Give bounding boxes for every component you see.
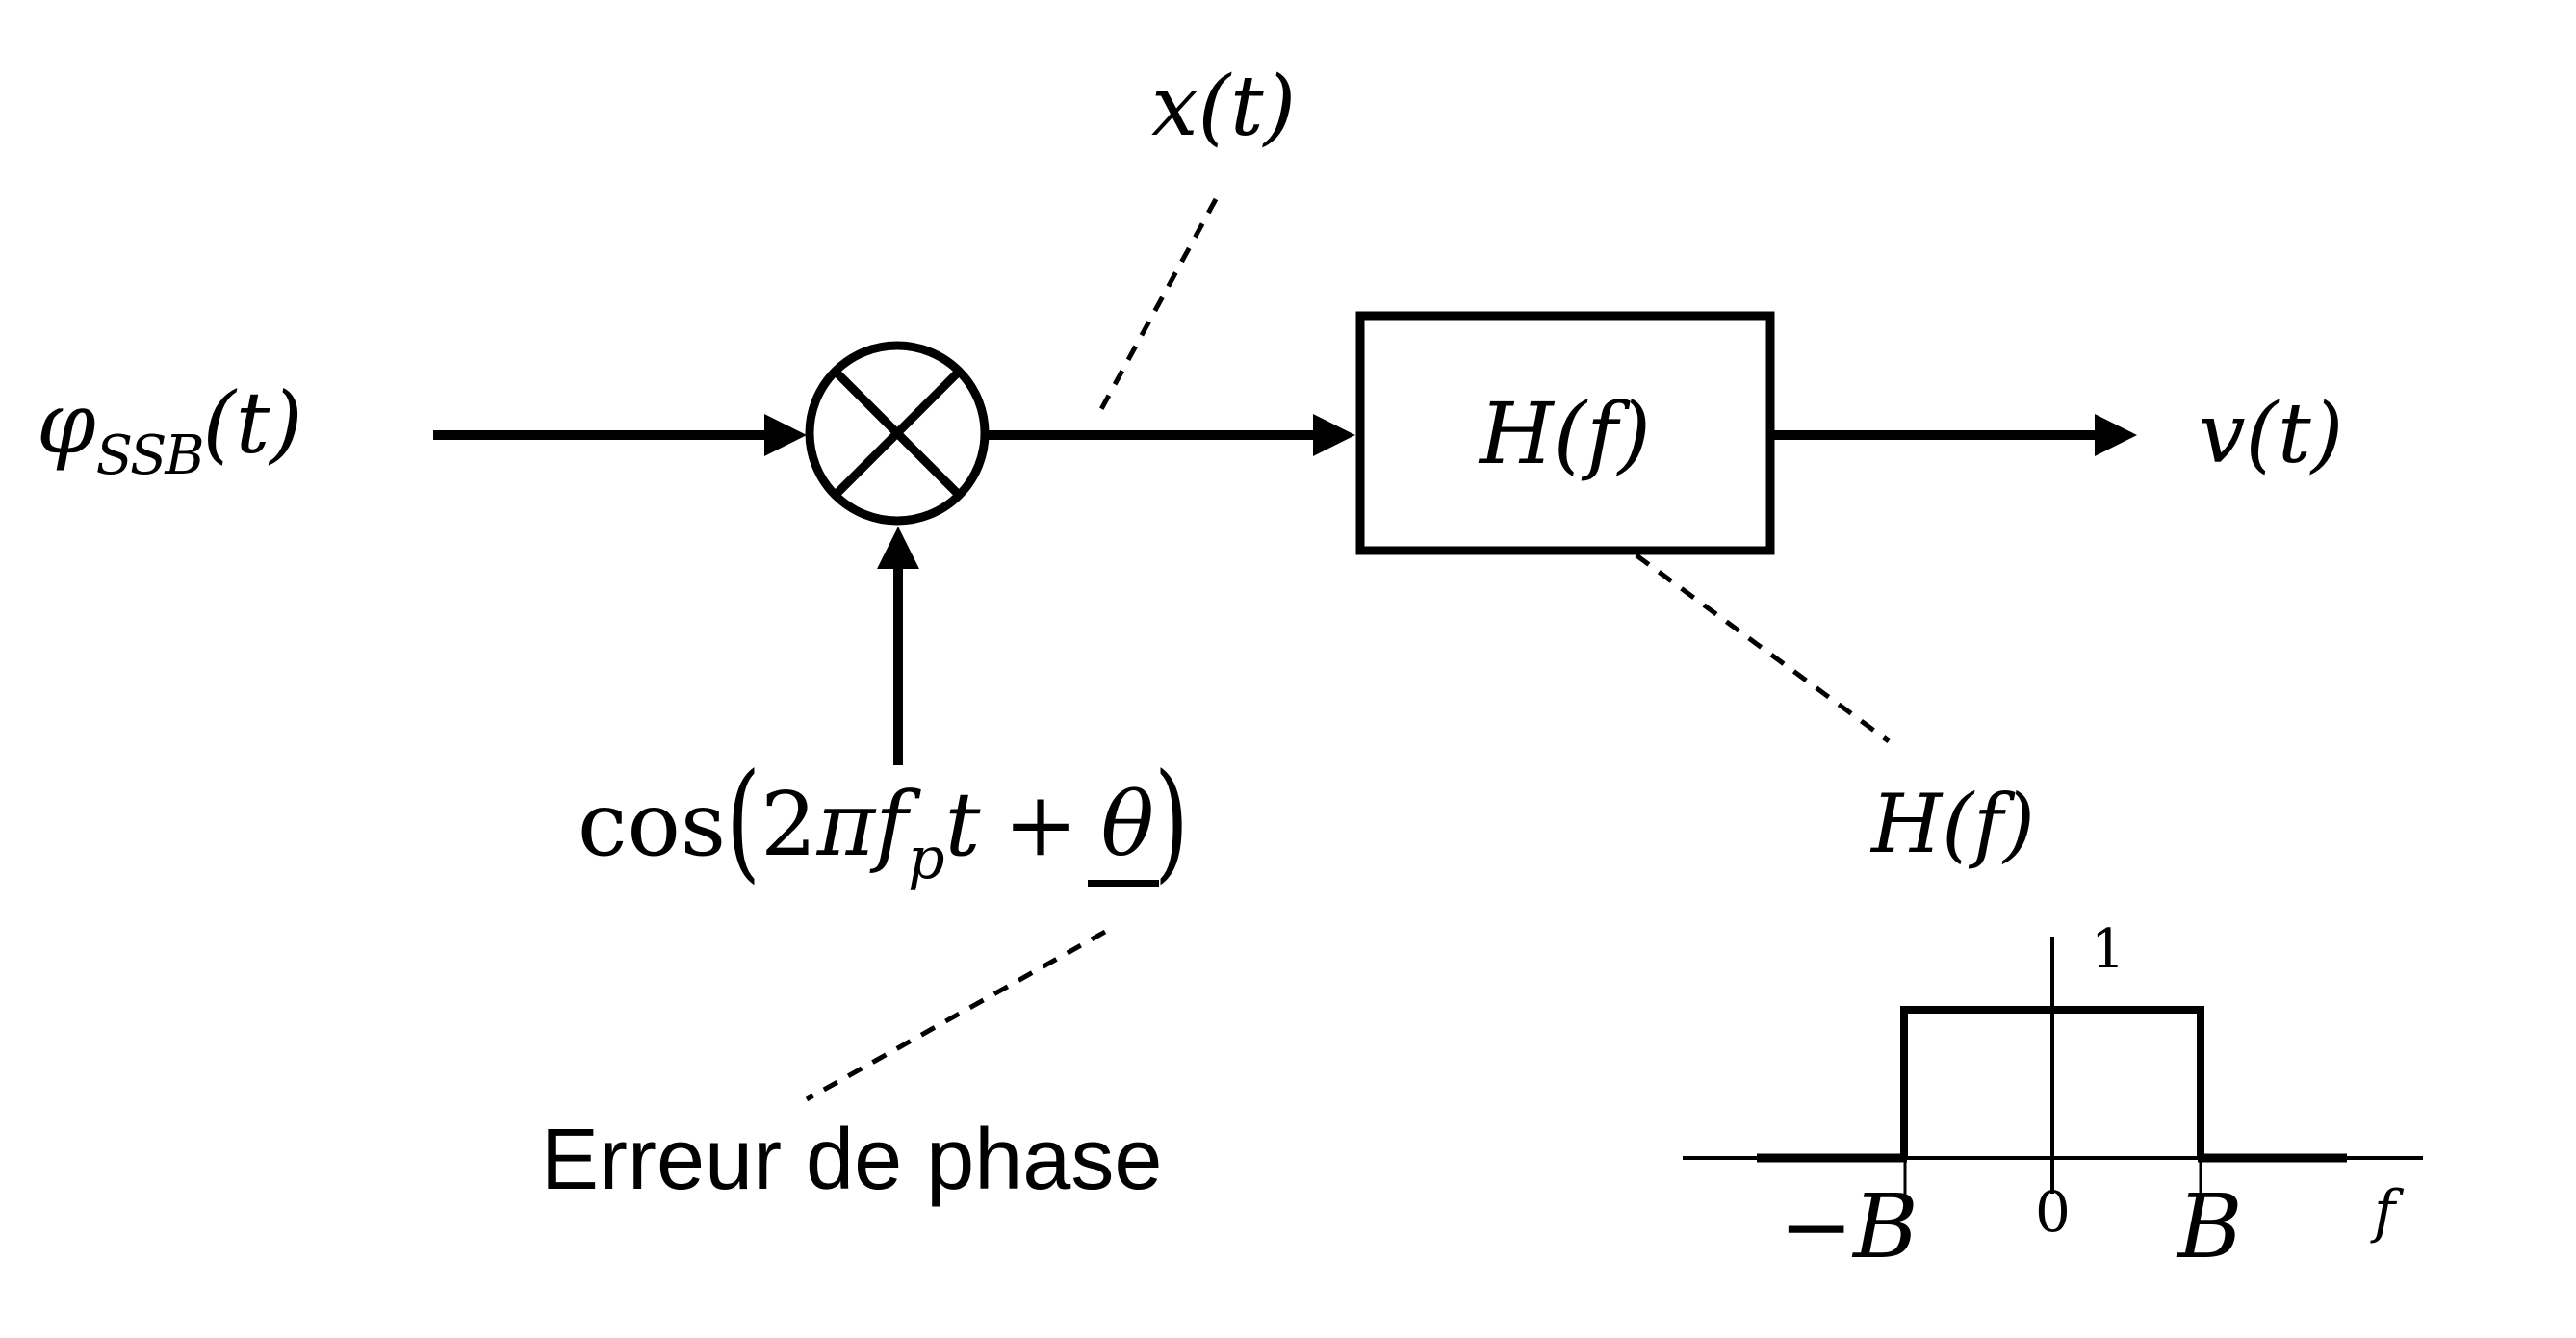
mixer-cross-stroke-2 [832,368,963,499]
filter-block-outline [1355,311,1775,555]
phase-error-caption: Erreur de phase [541,1112,1163,1208]
plot-axis-label: f [2374,1178,2396,1246]
input-signal-argument: (t) [202,373,303,473]
time-variable: t [944,773,981,876]
plus-operator: + [1003,773,1078,876]
leader-filter-response [1635,553,1891,744]
plot-peak-value-label: 1 [2091,918,2125,981]
carrier-frequency-symbol: f [875,773,909,876]
oscillator-arrowhead-icon [877,527,919,569]
cos-function: cos [578,773,727,876]
filter-response-caption: H(f) [1871,777,2035,871]
theta-pointer-underline [1087,880,1159,888]
input-signal-subscript: SSB [95,425,205,487]
carrier-frequency-subscript: p [908,825,945,892]
open-paren: ( [726,746,761,896]
oscillator-formula: cos(2πfpt+θ) [578,750,1189,892]
input-signal-label: φSSB(t) [37,376,303,487]
product-signal-label: x(t) [1151,59,1297,155]
theta-symbol: θ [1100,773,1155,876]
leader-x-signal [1097,197,1219,413]
mixer-to-filter-arrowhead-icon [1313,414,1355,456]
pi-symbol: π [816,773,876,876]
filter-block-label: H(f) [1480,383,1651,483]
output-arrowhead-icon [2095,414,2137,456]
close-paren: ) [1154,746,1189,896]
input-signal-symbol: φ [37,373,96,473]
input-arrowhead-icon [764,414,807,456]
plot-B-label: B [2177,1175,2243,1278]
plot-passband-rectangle [1900,1006,2204,1158]
phase-term: θ [1087,773,1159,888]
plot-minus-B-label: −B [1779,1175,1919,1278]
leader-phase-error [805,929,1107,1102]
output-signal-label: v(t) [2199,386,2344,482]
coefficient: 2 [760,773,817,876]
plot-origin-label: 0 [2035,1179,2071,1245]
